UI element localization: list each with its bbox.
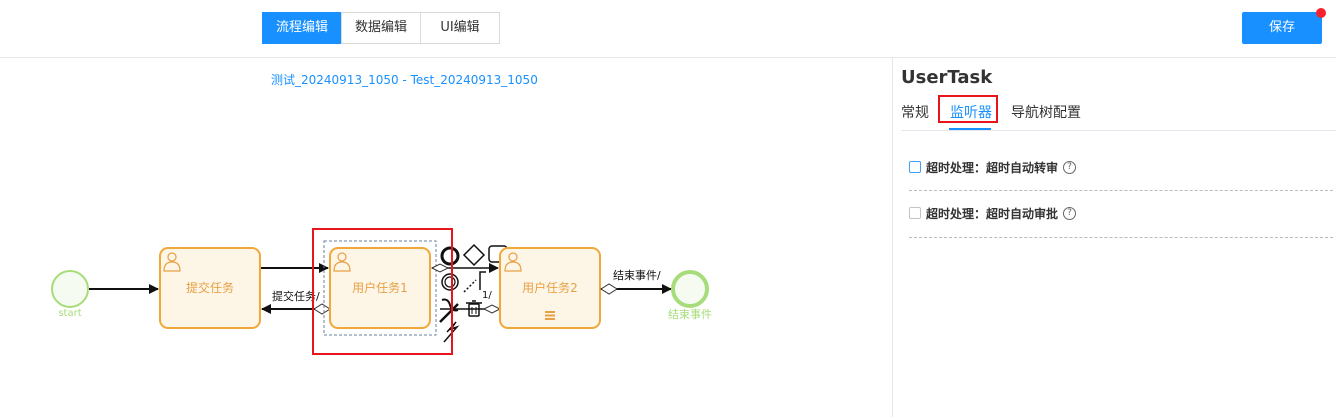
conditional-flow-diamond: [600, 283, 618, 295]
process-title: 测试_20240913_1050 - Test_20240913_1050: [271, 73, 538, 87]
top-toolbar: 流程编辑 数据编辑 UI编辑 保存: [0, 0, 1336, 58]
change-type-icon[interactable]: [441, 298, 459, 312]
append-end-event-icon[interactable]: [440, 246, 460, 266]
partial-flow-label: 1/: [482, 290, 492, 301]
option-label: 超时处理：超时自动转审: [926, 160, 1059, 175]
task-label: 提交任务: [186, 280, 234, 295]
tab-nav-tree-config[interactable]: 导航树配置: [1011, 105, 1081, 121]
help-icon[interactable]: ?: [1063, 206, 1077, 220]
conditional-flow-diamond: [482, 304, 502, 314]
unsaved-indicator-badge: [1316, 8, 1326, 18]
conditional-flow-diamond: [430, 263, 450, 273]
editor-mode-tabs: 流程编辑 数据编辑 UI编辑: [262, 12, 500, 44]
start-event[interactable]: start: [51, 270, 89, 319]
task-submit[interactable]: 提交任务: [159, 247, 261, 329]
tab-general[interactable]: 常规: [901, 105, 929, 121]
option-timeout-approve: 超时处理：超时自动审批 ?: [909, 203, 1077, 223]
task-label: 用户任务1: [352, 280, 408, 295]
panel-divider: [892, 58, 893, 417]
user-icon: [504, 252, 522, 272]
selection-box: [323, 240, 437, 336]
back-flow-label: 提交任务/: [272, 289, 320, 303]
option-timeout-transfer: 超时处理：超时自动转审 ?: [909, 157, 1077, 177]
bpmn-diagram: start 提交任务/ 提交任务 用户任务1: [51, 240, 712, 343]
user-icon: [163, 252, 181, 272]
end-flow-label: 结束事件/: [613, 269, 661, 282]
task-user-1[interactable]: 用户任务1: [329, 247, 431, 329]
multi-instance-icon: [545, 311, 555, 320]
end-event-label: 结束事件: [668, 308, 712, 321]
connect-icon[interactable]: [463, 279, 477, 293]
user-icon: [333, 252, 351, 272]
append-text-annotation-icon[interactable]: [479, 271, 486, 290]
help-icon[interactable]: ?: [1063, 160, 1077, 174]
tab-process-edit[interactable]: 流程编辑: [262, 12, 342, 44]
highlight-box-task: [312, 228, 453, 355]
tab-data-edit[interactable]: 数据编辑: [341, 12, 421, 44]
save-button[interactable]: 保存: [1242, 12, 1322, 44]
delete-icon[interactable]: [466, 300, 482, 317]
tab-listeners[interactable]: 监听器: [950, 105, 992, 121]
task-user-2[interactable]: 用户任务2: [499, 247, 601, 329]
task-label: 用户任务2: [522, 280, 578, 295]
tab-ui-edit[interactable]: UI编辑: [420, 12, 500, 44]
timeout-transfer-checkbox[interactable]: [909, 161, 921, 173]
append-intermediate-event-icon[interactable]: [441, 273, 459, 291]
highlight-box-tab: [938, 95, 998, 123]
dashed-divider: [909, 237, 1333, 238]
dashed-divider: [909, 190, 1333, 191]
option-label: 超时处理：超时自动审批: [926, 206, 1059, 221]
timeout-approve-checkbox[interactable]: [909, 207, 921, 219]
connection-tool-icon[interactable]: [439, 303, 459, 323]
active-tab-indicator: [949, 128, 991, 130]
panel-title: UserTask: [901, 67, 993, 88]
append-gateway-icon[interactable]: [462, 243, 486, 267]
properties-tabs: 常规 监听器 导航树配置: [901, 98, 1336, 131]
end-event[interactable]: 结束事件: [668, 270, 712, 321]
start-event-label: start: [58, 308, 81, 319]
